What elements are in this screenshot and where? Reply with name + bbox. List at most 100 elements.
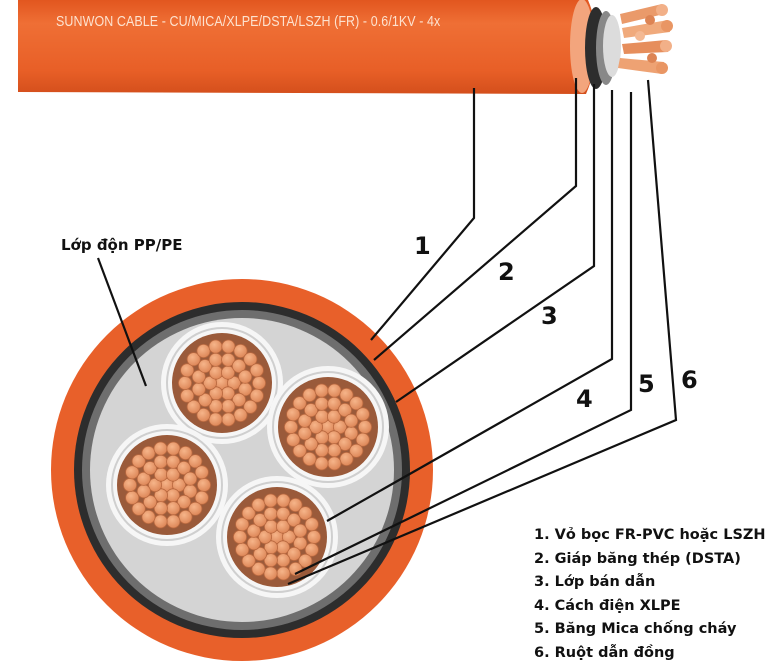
copper-strand bbox=[188, 454, 203, 469]
copper-strand bbox=[355, 432, 370, 447]
cable-cross-section bbox=[51, 279, 433, 661]
legend: 1. Vỏ bọc FR-PVC hoặc LSZH 2. Giáp băng … bbox=[534, 524, 766, 666]
copper-strand bbox=[180, 388, 195, 403]
copper-strand bbox=[251, 497, 266, 512]
legend-item-semiconductor: 3. Lớp bán dẫn bbox=[534, 574, 656, 591]
copper-strand bbox=[208, 412, 223, 427]
copper-strand bbox=[249, 388, 264, 403]
leader-lines bbox=[96, 78, 678, 586]
copper-strand bbox=[166, 501, 181, 516]
copper-strand bbox=[327, 456, 342, 471]
copper-strand bbox=[276, 493, 291, 508]
copper-strand bbox=[176, 494, 191, 509]
copper-strand bbox=[232, 530, 247, 545]
copper-strand bbox=[344, 413, 359, 428]
copper-strand bbox=[286, 546, 301, 561]
outer-sheath-side bbox=[18, 0, 597, 94]
conductor-core-1 bbox=[161, 322, 283, 444]
conductor-core-4 bbox=[216, 476, 338, 598]
conductor-cores bbox=[106, 322, 389, 598]
callout-number-6: 6 bbox=[681, 366, 698, 394]
copper-strand bbox=[147, 477, 162, 492]
mica-tape bbox=[166, 327, 278, 439]
copper-strand bbox=[288, 497, 303, 512]
copper-strand bbox=[186, 399, 201, 414]
copper-strand bbox=[233, 407, 248, 422]
copper-strand bbox=[246, 536, 261, 551]
copper-strand bbox=[286, 407, 301, 422]
callout-number-1: 1 bbox=[414, 232, 431, 260]
copper-strand bbox=[198, 392, 213, 407]
mica-tape bbox=[272, 371, 384, 483]
copper-strand bbox=[231, 358, 246, 373]
conductor-core-2 bbox=[267, 366, 389, 488]
copper-strand bbox=[194, 465, 209, 480]
copper-strand bbox=[252, 513, 267, 528]
copper-strand bbox=[302, 451, 317, 466]
legend-item-xlpe-insulation: 4. Cách điện XLPE bbox=[534, 597, 681, 614]
copper-strand bbox=[131, 454, 146, 469]
copper-strand bbox=[177, 375, 192, 390]
callout-number-2: 2 bbox=[498, 258, 515, 286]
copper-strand bbox=[183, 471, 198, 486]
callout-number-5: 5 bbox=[638, 370, 655, 398]
copper-strand bbox=[243, 352, 258, 367]
copper-strand bbox=[303, 403, 318, 418]
copper-strand bbox=[142, 461, 157, 476]
copper-strand bbox=[176, 460, 191, 475]
legend-item-copper-conductor: 6. Ruột dẫn đồng bbox=[534, 644, 675, 661]
copper-strand bbox=[297, 426, 312, 441]
conductor-core-3 bbox=[106, 424, 228, 546]
copper-strand bbox=[186, 352, 201, 367]
cable-print-text: SUNWON CABLE - CU/MICA/XLPE/DSTA/LSZH (F… bbox=[56, 14, 441, 30]
copper-strand bbox=[292, 443, 307, 458]
copper-strand bbox=[251, 375, 266, 390]
legend-item-outer-sheath: 1. Vỏ bọc FR-PVC hoặc LSZH bbox=[534, 527, 766, 543]
copper-strand bbox=[166, 441, 181, 456]
copper-strand bbox=[188, 501, 203, 516]
copper-strand bbox=[123, 477, 138, 492]
copper-strand bbox=[125, 490, 140, 505]
copper-strand bbox=[171, 477, 186, 492]
copper-strand bbox=[308, 419, 323, 434]
copper-strand bbox=[180, 363, 195, 378]
filler-label: Lớp độn PP/PE bbox=[61, 236, 183, 254]
copper-strand bbox=[241, 553, 256, 568]
copper-strand bbox=[235, 542, 250, 557]
copper-strand bbox=[226, 375, 241, 390]
copper-strand bbox=[141, 509, 156, 524]
copper-strand bbox=[337, 402, 352, 417]
copper-strand bbox=[221, 399, 236, 414]
mica-tape bbox=[221, 481, 333, 593]
copper-strand bbox=[153, 441, 168, 456]
mica-tape bbox=[111, 429, 223, 541]
copper-strand bbox=[241, 506, 256, 521]
copper-strand bbox=[286, 432, 301, 447]
copper-strand bbox=[249, 363, 264, 378]
copper-strand bbox=[231, 392, 246, 407]
cable-side-view bbox=[18, 0, 673, 94]
copper-strand bbox=[327, 443, 342, 458]
copper-strand bbox=[302, 387, 317, 402]
copper-strand bbox=[246, 523, 261, 538]
leader-line-4 bbox=[326, 90, 614, 522]
copper-strand bbox=[208, 339, 223, 354]
copper-strand bbox=[136, 471, 151, 486]
copper-strand bbox=[194, 490, 209, 505]
copper-strand bbox=[238, 369, 253, 384]
copper-strand bbox=[153, 454, 168, 469]
copper-strand bbox=[191, 382, 206, 397]
copper-strand bbox=[314, 456, 329, 471]
copper-strand bbox=[136, 484, 151, 499]
leader-line-3 bbox=[395, 84, 596, 403]
copper-strand bbox=[349, 396, 364, 411]
copper-strand bbox=[306, 530, 321, 545]
copper-strand bbox=[153, 514, 168, 529]
copper-strand bbox=[327, 383, 342, 398]
leader-line-2 bbox=[373, 78, 578, 361]
copper-strand bbox=[293, 523, 308, 538]
copper-strand bbox=[297, 413, 312, 428]
copper-strand bbox=[191, 369, 206, 384]
copper-strand bbox=[337, 436, 352, 451]
copper-strand bbox=[125, 465, 140, 480]
